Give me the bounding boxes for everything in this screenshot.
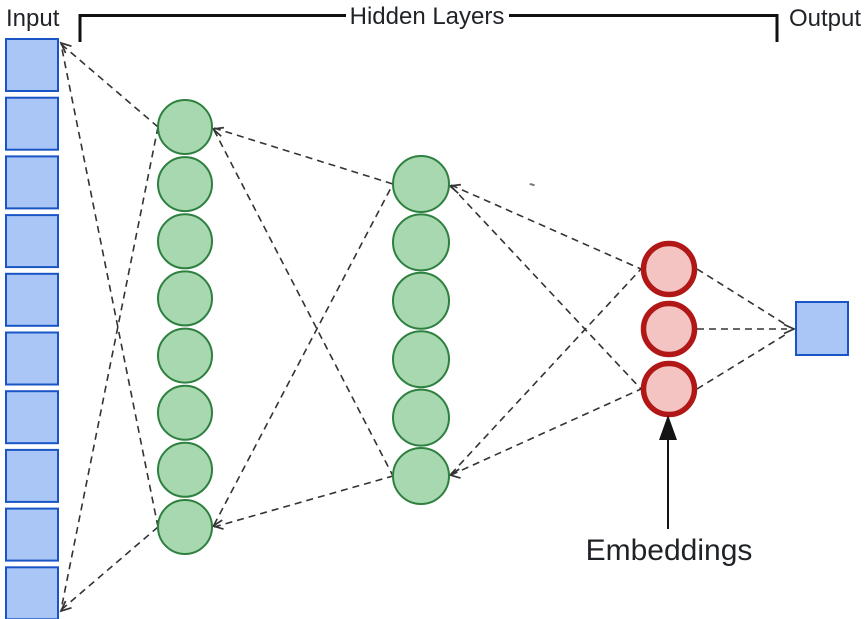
hidden2-node-6 xyxy=(392,447,450,505)
output-label: Output xyxy=(789,5,861,32)
input-label: Input xyxy=(6,5,60,32)
arrowhead-icon xyxy=(447,468,461,479)
connector-line xyxy=(696,268,789,327)
hidden-layers-label: Hidden Layers xyxy=(350,3,505,30)
connector-line xyxy=(696,332,789,390)
embedding-node-2 xyxy=(640,300,698,358)
hidden2-node-5 xyxy=(392,388,450,447)
embedding-node-1 xyxy=(640,240,698,298)
hidden-layers-bracket xyxy=(78,14,779,42)
input-node-7 xyxy=(5,390,59,445)
connector-line xyxy=(213,475,394,528)
output-layer xyxy=(795,301,849,356)
connector-lines xyxy=(60,43,789,611)
embedding-node-3 xyxy=(640,360,698,418)
connector-line xyxy=(450,268,642,475)
hidden1-node-4 xyxy=(157,270,213,327)
hidden1-node-5 xyxy=(157,327,213,384)
input-node-2 xyxy=(5,96,59,151)
input-node-6 xyxy=(5,331,59,386)
hidden2-node-3 xyxy=(392,271,450,330)
connector-line xyxy=(60,43,159,128)
hidden2-node-1 xyxy=(392,155,450,213)
embeddings-label: Embeddings xyxy=(586,534,753,567)
connector-arrowheads xyxy=(59,41,797,613)
bracket-line xyxy=(78,14,779,42)
input-node-5 xyxy=(5,272,59,327)
connector-line xyxy=(213,127,394,185)
connector-line xyxy=(213,129,394,477)
input-node-10 xyxy=(5,566,59,619)
stray-mark xyxy=(529,182,535,187)
connector-line xyxy=(450,184,642,270)
hidden1-node-7 xyxy=(157,441,213,498)
input-layer xyxy=(5,38,59,619)
connector-line xyxy=(60,526,159,611)
hidden1-node-8 xyxy=(157,499,213,555)
embeddings-layer xyxy=(640,240,698,418)
connector-line xyxy=(450,185,642,390)
arrowhead-icon xyxy=(59,600,72,613)
arrowhead-icon xyxy=(783,323,797,335)
embeddings-arrowhead xyxy=(659,415,677,440)
connector-line xyxy=(213,183,394,526)
input-node-4 xyxy=(5,214,59,269)
hidden1-node-6 xyxy=(157,384,213,441)
output-node xyxy=(795,301,849,356)
hidden-layer-2 xyxy=(392,155,450,505)
connector-line xyxy=(60,43,159,528)
hidden1-node-1 xyxy=(157,99,213,155)
hidden1-node-2 xyxy=(157,156,213,213)
input-node-9 xyxy=(5,507,59,562)
hidden2-node-4 xyxy=(392,330,450,389)
embeddings-arrow xyxy=(659,415,677,529)
arrowhead-icon xyxy=(448,183,461,194)
hidden2-node-2 xyxy=(392,213,450,272)
input-node-3 xyxy=(5,155,59,210)
input-node-1 xyxy=(5,38,59,92)
connector-line xyxy=(450,388,642,476)
arrowhead-icon xyxy=(211,126,224,137)
hidden1-node-3 xyxy=(157,213,213,270)
input-node-8 xyxy=(5,448,59,503)
connector-line xyxy=(60,126,159,611)
arrowhead-icon xyxy=(210,519,224,530)
arrowhead-icon xyxy=(59,41,72,54)
hidden-layer-1 xyxy=(157,99,213,555)
